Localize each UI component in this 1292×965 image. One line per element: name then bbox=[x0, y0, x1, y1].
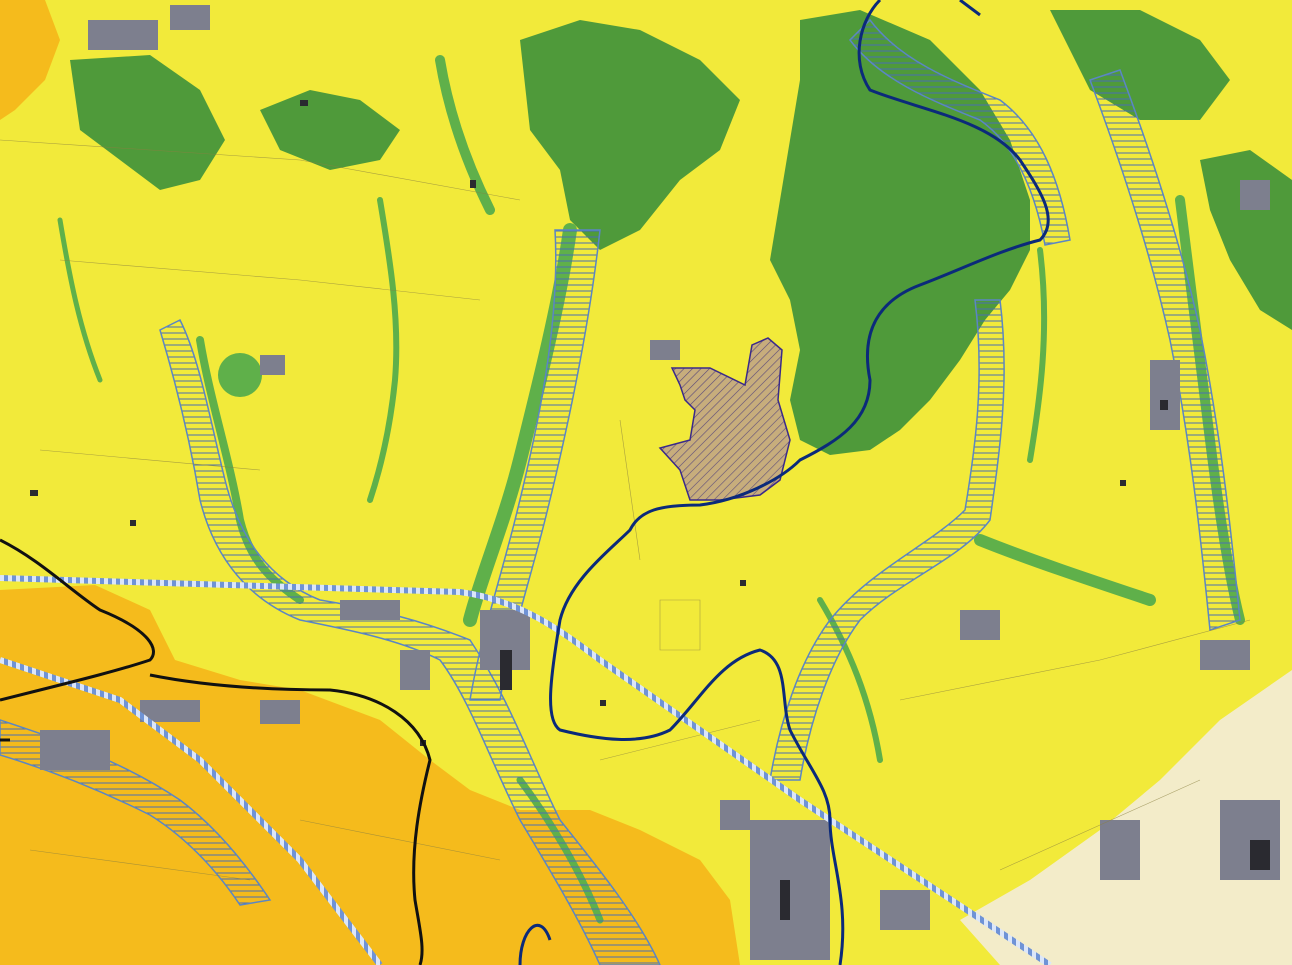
forest-patch-north bbox=[260, 90, 400, 170]
black-boundary-lines bbox=[0, 538, 432, 965]
hill-zone-top-left bbox=[0, 0, 60, 120]
railway-secondary bbox=[0, 657, 383, 965]
parcel-lines bbox=[0, 139, 1251, 881]
pond-green bbox=[218, 353, 262, 397]
project-site bbox=[658, 337, 791, 501]
forest-patch-top-left bbox=[70, 55, 225, 190]
boundary-lines bbox=[518, 0, 1050, 965]
forest-patch-north-central bbox=[520, 20, 740, 250]
urban-fabric bbox=[960, 670, 1292, 965]
railway-main bbox=[0, 575, 1052, 965]
